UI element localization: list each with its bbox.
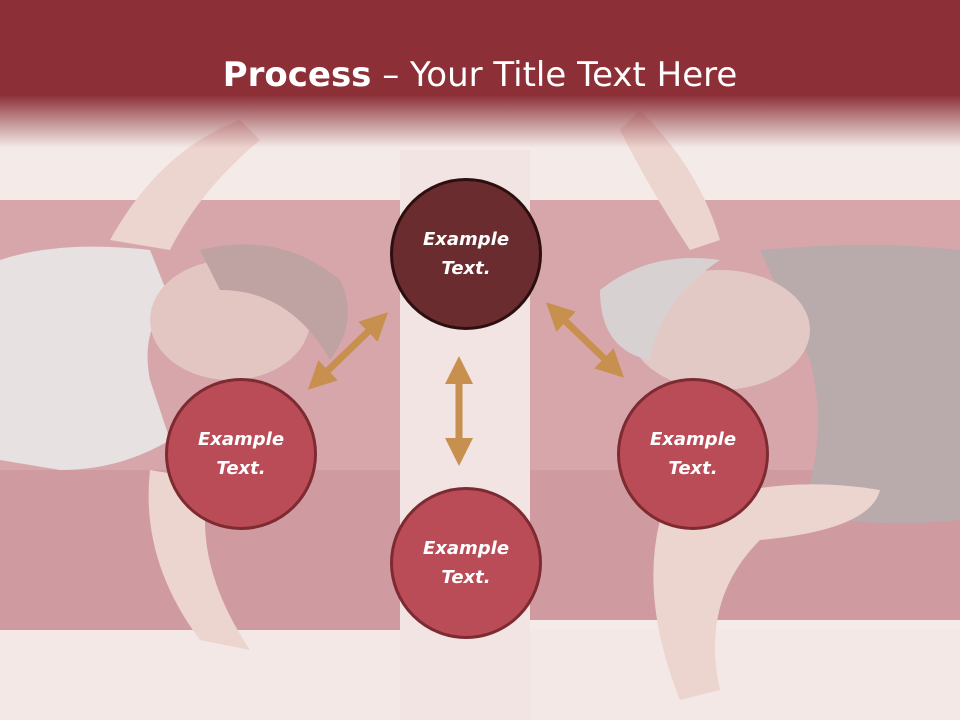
title-banner [0,0,960,150]
title-rest: – Your Title Text Here [371,55,738,95]
slide-title: Process – Your Title Text Here [0,52,960,98]
title-bold-word: Process [222,55,372,95]
